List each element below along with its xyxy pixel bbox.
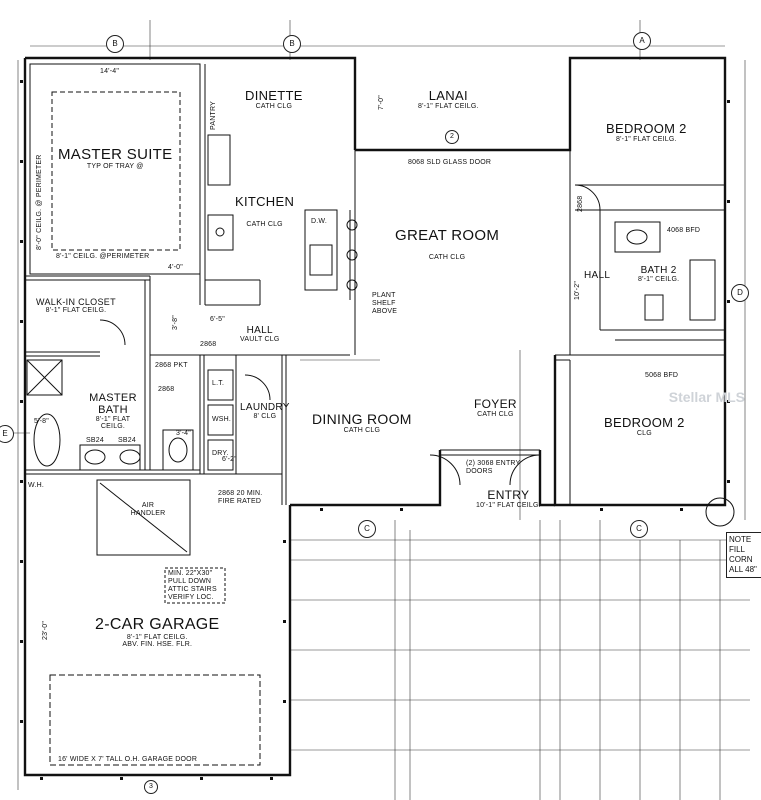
room-dining-room: DINING ROOM CATH CLG xyxy=(312,411,412,434)
door-label: 2868 xyxy=(158,386,175,393)
room-name: MASTER SUITE xyxy=(58,146,173,163)
room-hall-right: HALL xyxy=(584,270,610,281)
dimension-label: 23'-0" xyxy=(42,620,49,640)
room-name: WALK-IN CLOSET xyxy=(36,297,116,307)
plant-shelf-label: PLANT SHELF ABOVE xyxy=(372,292,398,315)
water-heater-label: W.H. xyxy=(28,482,44,489)
grid-marker-c: C xyxy=(630,520,648,538)
room-laundry: LAUNDRY 8' CLG xyxy=(240,402,290,420)
grid-marker-a: A xyxy=(633,32,651,50)
room-ceiling: VAULT CLG xyxy=(240,336,280,343)
room-bedroom-2-top: BEDROOM 2 8'-1" FLAT CEILG. xyxy=(606,121,687,143)
washer-label: WSH. xyxy=(212,416,232,423)
dimension-label: 14'-4" xyxy=(100,68,120,75)
room-name: LANAI xyxy=(428,88,468,103)
closet-door-label: 5068 BFD xyxy=(645,372,679,379)
dimension-label: 5'-8" xyxy=(34,418,49,425)
room-ceiling: 8'-1" FLAT CEILG. xyxy=(95,416,131,430)
room-lanai: LANAI 8'-1" FLAT CEILG. xyxy=(418,88,479,110)
entry-doors-label: (2) 3068 ENTRY DOORS xyxy=(466,460,521,475)
sink-base-label: SB24 xyxy=(86,437,104,444)
room-master-bath: MASTER BATH 8'-1" FLAT CEILG. xyxy=(88,392,138,430)
closet-door-label: 4068 BFD xyxy=(667,227,701,234)
room-name: BEDROOM 2 xyxy=(604,415,685,430)
room-ceiling: 10'-1" FLAT CEILG. xyxy=(476,502,541,509)
room-name: BEDROOM 2 xyxy=(606,121,687,136)
master-ceiling-note: 8'-1" CEILG. @PERIMETER xyxy=(56,253,150,260)
grid-marker-d: D xyxy=(731,284,749,302)
air-handler-label: AIR HANDLER xyxy=(130,502,166,517)
garage-door-label: 16' WIDE X 7' TALL O.H. GARAGE DOOR xyxy=(58,756,198,763)
fire-rated-door-label: 2868 20 MIN. FIRE RATED xyxy=(218,490,263,505)
room-name: HALL xyxy=(246,325,273,336)
room-ceiling: CLG xyxy=(636,430,652,437)
room-ceiling: 8'-1" FLAT CEILG. xyxy=(616,136,677,143)
grid-marker-b: B xyxy=(106,35,124,53)
room-name: ENTRY xyxy=(487,488,530,502)
pantry-label: PANTRY xyxy=(210,101,217,130)
room-foyer: FOYER CATH CLG xyxy=(474,397,517,418)
note-box: NOTE FILL CORN ALL 48" xyxy=(726,532,761,578)
room-name: HALL xyxy=(584,270,611,281)
room-hall-center: HALL VAULT CLG xyxy=(240,325,280,343)
room-ceiling: 8' CLG xyxy=(253,413,277,420)
dimension-label: 4'-0" xyxy=(168,264,183,271)
room-ceiling: CATH CLG xyxy=(428,254,466,261)
section-marker-2: 2 xyxy=(445,130,459,144)
room-walk-in-closet: WALK-IN CLOSET 8'-1" FLAT CEILG. xyxy=(36,297,116,314)
grid-marker-b: B xyxy=(283,35,301,53)
room-name: KITCHEN xyxy=(235,194,295,209)
room-ceiling: 8'-1" CEILG. xyxy=(638,276,680,283)
room-entry: ENTRY 10'-1" FLAT CEILG. xyxy=(476,488,541,509)
room-kitchen: KITCHEN CATH CLG xyxy=(235,194,294,228)
grid-marker-c: C xyxy=(358,520,376,538)
room-bath-2: BATH 2 8'-1" CEILG. xyxy=(638,265,679,283)
room-ceiling: 8'-1" FLAT CEILG. xyxy=(45,307,107,314)
room-great-room: GREAT ROOM CATH CLG xyxy=(395,227,499,261)
room-master-suite: MASTER SUITE TYP OF TRAY @ xyxy=(58,146,172,170)
sink-base-label: SB24 xyxy=(118,437,136,444)
room-ceiling: CATH CLG xyxy=(255,103,293,110)
room-name: BATH 2 xyxy=(640,265,677,276)
room-name: DINETTE xyxy=(245,88,303,103)
room-name: DINING ROOM xyxy=(312,411,412,427)
room-ceiling: 8'-1" FLAT CEILG. xyxy=(418,103,479,110)
dimension-label: 3'-4" xyxy=(176,430,191,437)
section-marker-3: 3 xyxy=(144,780,158,794)
dryer-label: DRY. xyxy=(212,450,229,457)
attic-stairs-label: MIN. 22"X30" PULL DOWN ATTIC STAIRS VERI… xyxy=(168,570,217,601)
ceiling-note-vertical: 8'-0" CEILG. @ PERIMETER xyxy=(36,154,43,250)
dishwasher-label: D.W. xyxy=(311,218,327,225)
pocket-door-label: 2868 PKT xyxy=(155,362,188,369)
room-ceiling: CATH CLG xyxy=(343,427,381,434)
room-ceiling: CATH CLG xyxy=(477,411,514,418)
room-ceiling: TYP OF TRAY @ xyxy=(86,163,144,170)
door-label: 2868 xyxy=(577,195,584,212)
room-bedroom-2-bottom: BEDROOM 2 CLG xyxy=(604,415,685,437)
dimension-label: 7'-0" xyxy=(378,95,385,110)
room-name: GREAT ROOM xyxy=(395,227,500,244)
door-label: 2868 xyxy=(200,341,217,348)
dimension-label: 10'-2" xyxy=(574,280,581,300)
room-ceiling: 8'-1" FLAT CEILG. xyxy=(126,634,188,641)
dimension-label: 6'-5" xyxy=(210,316,225,323)
watermark: Stellar MLS xyxy=(668,389,745,405)
dimension-label: 6'-2" xyxy=(222,456,237,463)
laundry-tub-label: L.T. xyxy=(212,380,225,387)
sliding-glass-door-label: 8068 SLD GLASS DOOR xyxy=(408,159,492,166)
room-dinette: DINETTE CATH CLG xyxy=(245,88,303,110)
room-name: 2-CAR GARAGE xyxy=(95,616,220,633)
room-ceiling-note: ABV. FIN. HSE. FLR. xyxy=(122,641,193,648)
dimension-label: 3'-8" xyxy=(172,315,179,330)
room-name: FOYER xyxy=(474,397,517,411)
room-name: MASTER BATH xyxy=(89,392,137,416)
room-name: LAUNDRY xyxy=(240,402,290,413)
room-ceiling: CATH CLG xyxy=(246,221,283,228)
room-2-car-garage: 2-CAR GARAGE 8'-1" FLAT CEILG. ABV. FIN.… xyxy=(95,616,220,648)
grid-marker-e: E xyxy=(0,425,14,443)
